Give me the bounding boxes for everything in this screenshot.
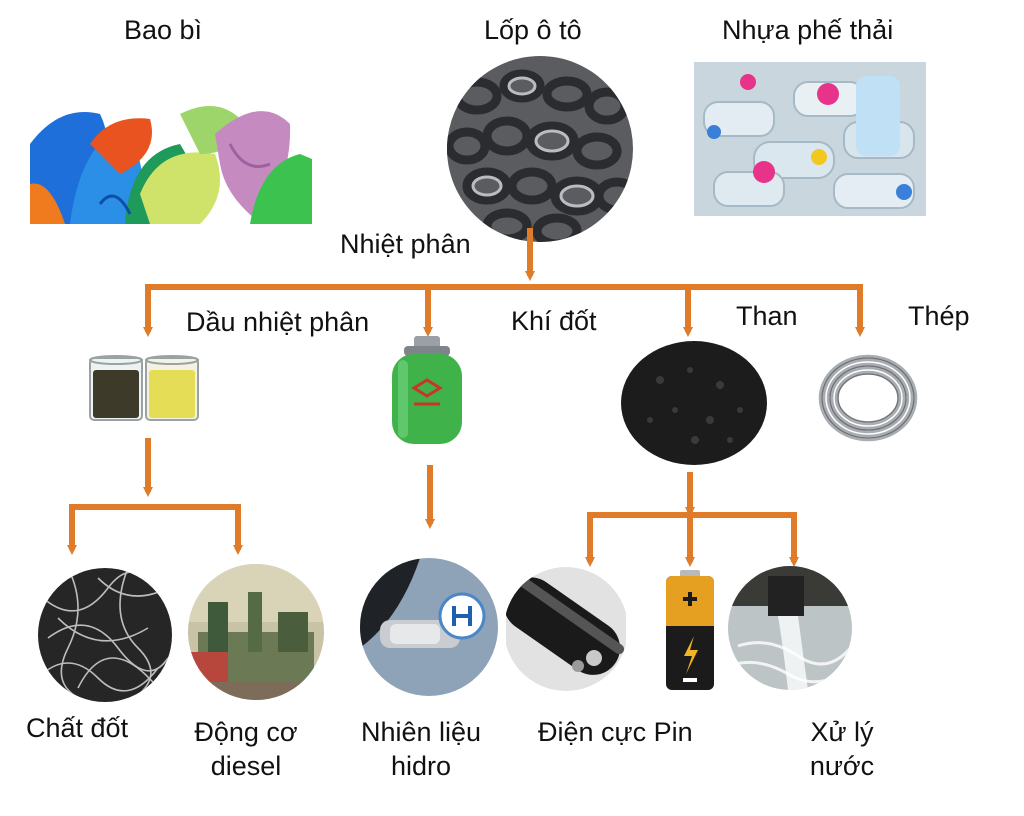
label-carbon: Than [736,301,798,331]
label-pyrolysis-oil: Dầu nhiệt phân [186,307,370,337]
label-fuel: Chất đốt [26,713,129,743]
label-packaging: Bao bì [124,15,203,45]
label-diesel-engine: Động cơ diesel [194,717,298,781]
plastic-bottles-image [694,62,926,216]
steel-wire-image [818,354,918,442]
label-steel: Thép [908,301,970,331]
fuel-fibers-image [38,568,172,702]
label-pyrolysis: Nhiệt phân [340,229,471,259]
label-tires: Lốp ô tô [484,15,582,45]
battery-image [666,570,714,690]
gas-cylinder-image [392,336,462,444]
water-treatment-image [728,566,852,690]
label-water-treatment: Xử lý nước [809,717,875,781]
label-hydrogen-fuel: Nhiên liệu hidro [360,717,482,781]
electrode-image [506,567,626,691]
plastic-bags-image [30,84,312,224]
oil-beakers-image [89,355,199,421]
label-battery-electrode: Điện cực Pin [538,717,693,747]
hydrogen-nozzle-image [360,558,498,696]
tires-image [447,56,633,242]
label-plastic-waste: Nhựa phế thải [722,15,894,45]
label-gas: Khí đốt [511,306,597,336]
carbon-black-image [621,341,767,465]
diesel-engine-image [188,564,324,700]
